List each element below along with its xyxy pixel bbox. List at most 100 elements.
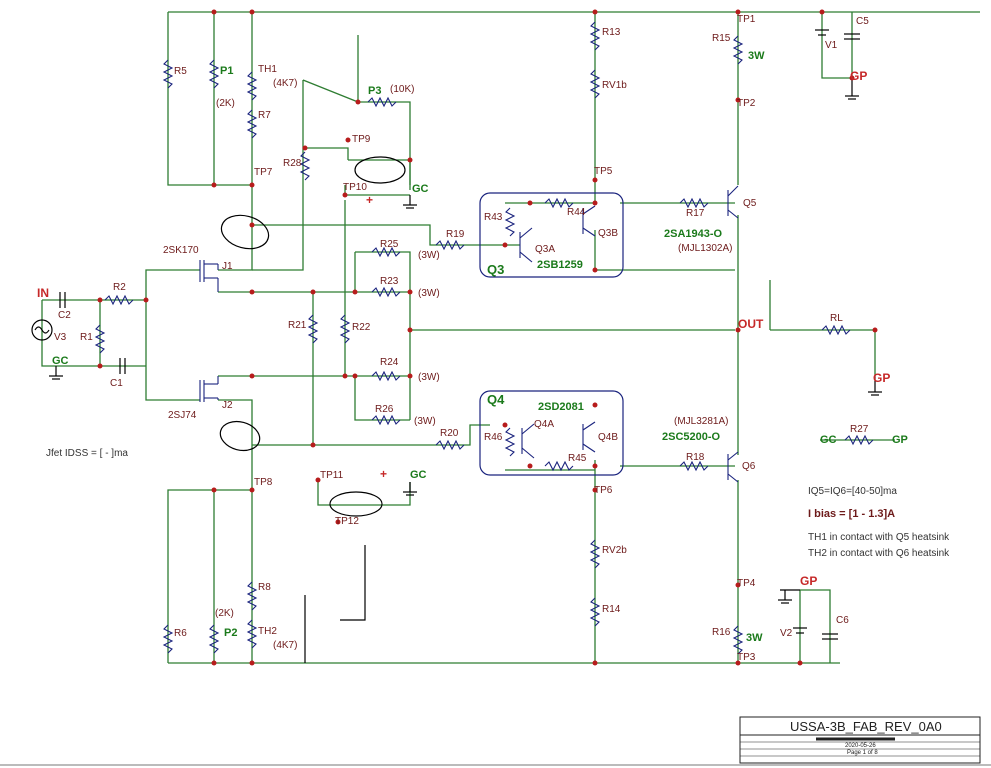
r14-label: R14 (602, 604, 621, 615)
rv2b-label: RV2b (602, 545, 627, 556)
r43-symbol (504, 207, 516, 237)
gp-r27-label: GP (892, 434, 908, 446)
r13-symbol (589, 21, 601, 51)
q4-box (479, 390, 624, 476)
th2-symbol (246, 619, 258, 649)
r27-symbol (844, 434, 874, 446)
c6-label: C6 (836, 615, 849, 626)
r16-label: R16 (712, 627, 731, 638)
r8-label: R8 (258, 582, 271, 593)
r24-symbol (371, 370, 401, 382)
th2-label: TH2 (258, 626, 277, 637)
c5-symbol (844, 33, 860, 40)
q6-symbol (727, 451, 739, 483)
capacitors (59, 29, 860, 640)
r44-label: R44 (567, 207, 586, 218)
r1-label: R1 (80, 332, 93, 343)
tp7-label: TP7 (254, 167, 273, 178)
j1-symbol (199, 260, 219, 292)
r44-symbol (544, 197, 574, 209)
r25-symbol (371, 246, 401, 258)
r7-symbol (246, 109, 258, 139)
q5-label: Q5 (743, 198, 757, 209)
r23-watt: (3W) (418, 288, 440, 299)
tp5-label: TP5 (594, 166, 613, 177)
ground-symbols (49, 78, 882, 604)
q3a-symbol (519, 227, 533, 263)
r15-symbol (732, 35, 744, 65)
r18-symbol (679, 460, 709, 472)
j1-label: J1 (222, 261, 233, 272)
j2-symbol (199, 376, 219, 402)
gp-top-label: GP (850, 69, 867, 83)
r2-label: R2 (113, 282, 126, 293)
v3-label: V3 (54, 332, 67, 343)
tp11-plus: + (380, 467, 387, 481)
q3-part: 2SB1259 (537, 259, 583, 271)
r21-label: R21 (288, 320, 307, 331)
wires (41, 11, 980, 664)
q4a-label: Q4A (534, 419, 554, 430)
v3-source (31, 319, 53, 341)
v1-label: V1 (825, 40, 838, 51)
r28-symbol (299, 151, 311, 181)
r21-symbol (307, 314, 319, 344)
q4a-symbol (521, 423, 535, 459)
q5-part: 2SA1943-O (664, 228, 723, 240)
in-label: IN (37, 286, 49, 300)
q4b-label: Q4B (598, 432, 618, 443)
r19-symbol (435, 239, 465, 251)
gc-tp10-label: GC (412, 183, 429, 195)
q3a-label: Q3A (535, 244, 555, 255)
j2-label: J2 (222, 400, 233, 411)
r6-label: R6 (174, 628, 187, 639)
title-text: USSA-3B_FAB_REV_0A0 (790, 719, 942, 734)
r1-symbol (94, 324, 106, 354)
q3-box (479, 192, 624, 278)
ground-gp-load (868, 375, 882, 396)
c5-label: C5 (856, 16, 869, 27)
r43-label: R43 (484, 212, 503, 223)
p3-symbol (367, 96, 397, 108)
r20-label: R20 (440, 428, 459, 439)
j2-part: 2SJ74 (168, 410, 197, 421)
p1-value: (2K) (216, 98, 235, 109)
r25-watt: (3W) (418, 250, 440, 261)
r14-symbol (589, 597, 601, 627)
r46-symbol (504, 427, 516, 457)
r8-symbol (246, 581, 258, 611)
r22-label: R22 (352, 322, 371, 333)
p3-value: (10K) (390, 84, 414, 95)
q3b-label: Q3B (598, 228, 618, 239)
out-label: OUT (738, 317, 764, 331)
r28-label: R28 (283, 158, 302, 169)
th2-value: (4K7) (273, 640, 297, 651)
ground-gc-input (49, 366, 63, 380)
ground-gc-tp11 (403, 482, 417, 496)
tp2-label: TP2 (737, 98, 756, 109)
gc-tp11-label: GC (410, 469, 427, 481)
r23-label: R23 (380, 276, 399, 287)
gc-r27-label: GC (820, 434, 837, 446)
tp6-label: TP6 (594, 485, 613, 496)
rv2b-symbol (589, 539, 601, 569)
q4-part: 2SD2081 (538, 401, 584, 413)
rl-label: RL (830, 313, 843, 324)
p1-symbol (208, 59, 220, 89)
r5-symbol (162, 59, 174, 89)
p1-label: P1 (220, 65, 233, 77)
gp-bottom-label: GP (800, 574, 817, 588)
r15-watt: 3W (748, 50, 765, 62)
title-page: Page 1 of 8 (847, 750, 878, 756)
r15-label: R15 (712, 33, 731, 44)
r18-label: R18 (686, 452, 705, 463)
couplings (219, 156, 406, 517)
gc-input-label: GC (52, 355, 69, 367)
p2-label: P2 (224, 627, 237, 639)
r46-label: R46 (484, 432, 503, 443)
th1-note: TH1 in contact with Q5 heatsink (808, 532, 950, 543)
labels: IN C2 R1 V3 GC C1 R2 R5 P1 (2K) TH1 (4K7… (37, 14, 950, 663)
r45-label: R45 (568, 453, 587, 464)
tp10-label: TP10 (343, 182, 367, 193)
tp8-label: TP8 (254, 477, 273, 488)
